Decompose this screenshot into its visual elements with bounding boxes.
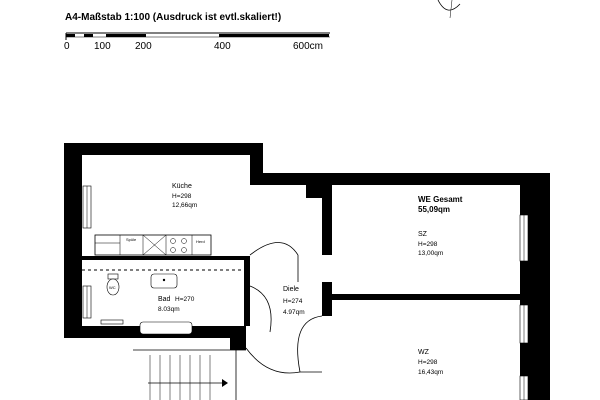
staircase xyxy=(133,349,246,400)
scale-title: A4-Maßstab 1:100 (Ausdruck ist evtl.skal… xyxy=(65,12,281,23)
fixture-herd: Herd xyxy=(196,239,205,244)
room-bad-area: 8.03qm xyxy=(158,306,180,313)
walls xyxy=(64,143,550,400)
washbasin-icon xyxy=(150,273,178,289)
scale-label-600: 600cm xyxy=(293,41,323,52)
window-kueche xyxy=(82,185,92,229)
room-kueche-area: 12,66qm xyxy=(172,202,197,209)
total-area: 55,09qm xyxy=(418,205,450,214)
room-diele-area: 4.97qm xyxy=(283,309,305,316)
fixture-wc: WC xyxy=(109,285,116,290)
room-bad-name: Bad xyxy=(158,296,171,303)
fixture-spuele: Spüle xyxy=(126,237,137,242)
door-diele-top xyxy=(249,242,299,282)
door-bad xyxy=(249,285,272,333)
north-arrow-icon xyxy=(437,0,461,19)
room-diele-name: Diele xyxy=(283,286,299,293)
room-sz-height: H=298 xyxy=(418,241,438,248)
room-diele-height: H=274 xyxy=(283,298,303,305)
room-wz-name: WZ xyxy=(418,349,430,356)
toilet-icon xyxy=(106,273,120,296)
radiator-icon xyxy=(100,319,124,325)
scale-label-100: 100 xyxy=(94,41,111,52)
room-kueche-name: Küche xyxy=(172,183,192,190)
scale-bar xyxy=(65,32,330,40)
window-wz-upper xyxy=(519,304,529,344)
scale-label-400: 400 xyxy=(214,41,231,52)
window-wz-lower xyxy=(519,375,529,400)
window-sz xyxy=(519,214,529,262)
room-bad-height: H=270 xyxy=(175,296,195,303)
room-kueche-height: H=298 xyxy=(172,193,192,200)
window-bad xyxy=(82,285,92,319)
door-wz xyxy=(297,315,323,373)
bathtub-icon xyxy=(139,321,193,335)
room-sz-name: SZ xyxy=(418,231,428,238)
kitchen-counter: Spüle Herd xyxy=(94,234,212,256)
total-label: WE Gesamt xyxy=(418,195,463,204)
cooktop-icon xyxy=(170,238,187,253)
room-wz-area: 16,43qm xyxy=(418,369,443,376)
scale-label-200: 200 xyxy=(135,41,152,52)
door-entrance xyxy=(245,347,301,374)
room-sz-area: 13,00qm xyxy=(418,250,443,257)
scale-label-0: 0 xyxy=(64,41,70,52)
room-wz-height: H=298 xyxy=(418,359,438,366)
